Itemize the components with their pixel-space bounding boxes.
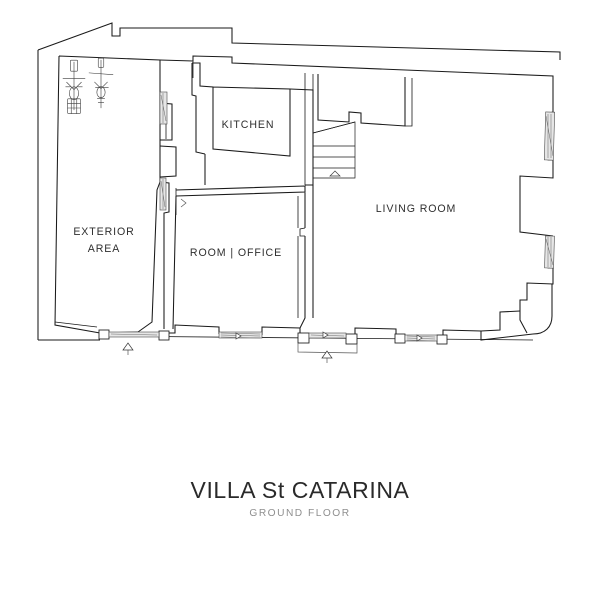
window-room-office-1 — [218, 331, 263, 340]
window-living-room-east-1 — [544, 111, 555, 161]
property-boundary — [37, 22, 561, 341]
door-marker-2 — [321, 350, 333, 363]
north-wall — [159, 55, 554, 82]
window-living-room-south — [394, 333, 448, 345]
stair-enclosure-walls — [317, 74, 413, 127]
window-living-room-east-2 — [544, 235, 555, 269]
bicycle-1-icon — [62, 59, 86, 114]
door-exterior-area — [98, 329, 170, 355]
room-label-exterior-area-line2: AREA — [88, 243, 120, 255]
title-block: VILLA St CATARINA GROUND FLOOR — [0, 478, 600, 519]
bicycle-2-icon — [88, 57, 114, 109]
room-label-living-room: LIVING ROOM — [376, 203, 457, 215]
room-office-walls — [172, 185, 306, 330]
door-living-room-south — [297, 331, 358, 363]
page-subtitle: GROUND FLOOR — [249, 508, 351, 520]
window-exterior-north — [159, 91, 168, 125]
staircase — [312, 121, 356, 179]
living-room-southeast-step — [480, 310, 521, 332]
page-title: VILLA St CATARINA — [190, 477, 410, 503]
stair-direction-marker — [329, 170, 341, 177]
room-labels: EXTERIOR AREA KITCHEN ROOM | OFFICE LIVI… — [73, 119, 457, 259]
room-label-exterior-area-line1: EXTERIOR — [73, 226, 134, 238]
room-label-room-office: ROOM | OFFICE — [190, 247, 282, 259]
floor-plan-drawing: EXTERIOR AREA KITCHEN ROOM | OFFICE LIVI… — [37, 22, 561, 363]
door-marker-1 — [122, 342, 134, 355]
room-label-kitchen: KITCHEN — [222, 119, 275, 131]
plan-annotations — [180, 198, 187, 208]
window-exterior-mid — [159, 177, 167, 211]
